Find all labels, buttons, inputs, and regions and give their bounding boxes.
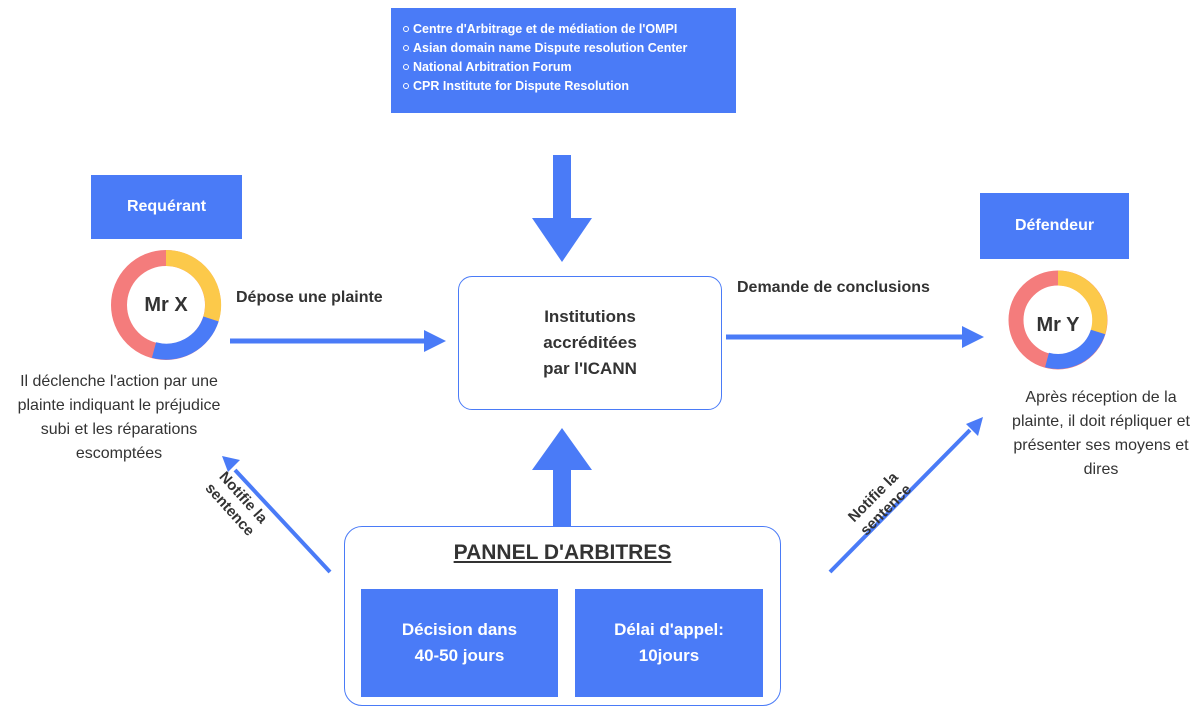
defendeur-label: Défendeur — [980, 193, 1129, 259]
defendeur-description: Après réception de la plainte, il doit r… — [1012, 389, 1190, 478]
institution-item: National Arbitration Forum — [403, 58, 736, 77]
notifie-right-arrow — [828, 417, 983, 574]
down-arrow — [532, 155, 592, 262]
institution-item: Asian domain name Dispute resolution Cen… — [403, 39, 736, 58]
delai-box: Délai d'appel: 10jours — [575, 589, 763, 697]
institution-item: Centre d'Arbitrage et de médiation de l'… — [403, 20, 736, 39]
mr-y-label: Mr Y — [1036, 313, 1080, 336]
center-label: Institutions accréditées par l'ICANN — [543, 307, 637, 378]
institution-item: CPR Institute for Dispute Resolution — [403, 77, 736, 96]
notifie-left-arrow — [222, 456, 332, 574]
pannel-title: PANNEL D'ARBITRES — [453, 541, 672, 564]
demande-arrow — [726, 326, 984, 348]
depose-label: Dépose une plainte — [236, 289, 383, 306]
requerant-description: Il déclenche l'action par une plainte in… — [17, 373, 221, 462]
up-arrow — [532, 428, 592, 526]
mr-x-label: Mr X — [144, 293, 188, 316]
institutions-list-box: Centre d'Arbitrage et de médiation de l'… — [391, 8, 736, 113]
institutions-list: Centre d'Arbitrage et de médiation de l'… — [403, 20, 736, 96]
demande-label: Demande de conclusions — [737, 279, 930, 296]
delai-label: Délai d'appel: 10jours — [614, 620, 724, 665]
decision-label: Décision dans 40-50 jours — [401, 620, 518, 665]
mr-y-ring — [1008, 270, 1108, 370]
center-institutions-box: Institutions accréditées par l'ICANN — [458, 276, 722, 410]
decision-box: Décision dans 40-50 jours — [361, 589, 558, 697]
mr-x-ring — [111, 249, 222, 360]
depose-arrow — [230, 330, 446, 352]
requerant-label: Requérant — [91, 175, 242, 239]
